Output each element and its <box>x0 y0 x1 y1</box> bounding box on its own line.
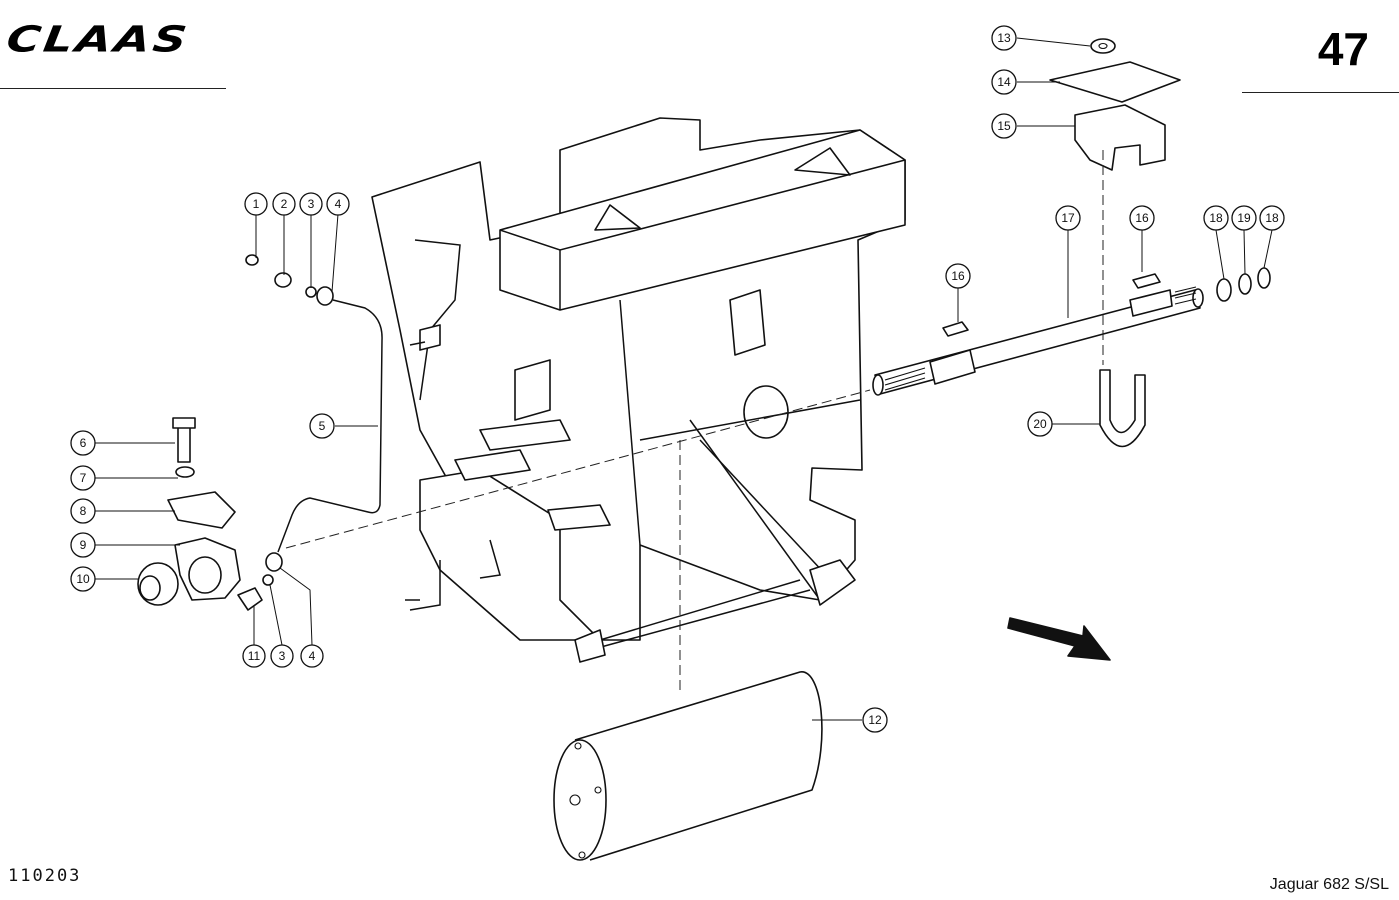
svg-text:15: 15 <box>997 119 1011 133</box>
svg-text:17: 17 <box>1061 211 1075 225</box>
callout-18-right: 18 <box>1259 205 1285 231</box>
svg-text:2: 2 <box>281 197 288 211</box>
direction-arrow <box>1007 617 1111 661</box>
model-name: Jaguar 682 S/SL <box>1269 876 1389 893</box>
svg-text:12: 12 <box>868 713 882 727</box>
drawing-code: 110203 <box>8 866 82 886</box>
svg-text:3: 3 <box>308 197 315 211</box>
bracket-assembly <box>1049 38 1181 171</box>
svg-text:4: 4 <box>335 197 342 211</box>
callout-9: 9 <box>70 532 96 558</box>
svg-text:7: 7 <box>80 471 87 485</box>
svg-text:3: 3 <box>279 649 286 663</box>
key-left <box>942 321 969 337</box>
svg-text:13: 13 <box>997 31 1011 45</box>
callout-20: 20 <box>1027 411 1053 437</box>
header-rule-left <box>0 88 226 89</box>
callout-17: 17 <box>1055 205 1081 231</box>
callout-15: 15 <box>991 113 1017 139</box>
callout-7: 7 <box>70 465 96 491</box>
callout-2: 2 <box>272 192 296 216</box>
callout-3-lower: 3 <box>270 644 294 668</box>
callout-1: 1 <box>244 192 268 216</box>
callout-12: 12 <box>862 707 888 733</box>
callout-16-left: 16 <box>945 263 971 289</box>
svg-text:19: 19 <box>1237 211 1251 225</box>
roller <box>553 671 823 861</box>
callout-10: 10 <box>70 566 96 592</box>
callout-18-left: 18 <box>1203 205 1229 231</box>
svg-text:14: 14 <box>997 75 1011 89</box>
ring-19 <box>1238 273 1252 295</box>
callout-16-right: 16 <box>1129 205 1155 231</box>
svg-text:6: 6 <box>80 436 87 450</box>
svg-text:9: 9 <box>80 538 87 552</box>
ring-18-b <box>1257 267 1271 289</box>
svg-text:8: 8 <box>80 504 87 518</box>
svg-text:1: 1 <box>253 197 260 211</box>
svg-text:11: 11 <box>248 649 261 663</box>
svg-text:18: 18 <box>1209 211 1223 225</box>
callout-11: 11 <box>242 644 266 668</box>
callout-3: 3 <box>299 192 323 216</box>
main-frame <box>371 117 906 663</box>
svg-text:20: 20 <box>1033 417 1047 431</box>
callout-19: 19 <box>1231 205 1257 231</box>
drive-shaft <box>872 286 1204 396</box>
callout-6: 6 <box>70 430 96 456</box>
svg-text:16: 16 <box>1135 211 1149 225</box>
callout-14: 14 <box>991 69 1017 95</box>
header-rule-right <box>1242 92 1399 93</box>
centerline-shaft <box>285 389 871 549</box>
grease-line <box>277 299 383 553</box>
bearing-assembly <box>137 254 334 611</box>
ring-18-a <box>1216 278 1232 302</box>
svg-text:5: 5 <box>319 419 326 433</box>
key-right <box>1132 273 1161 289</box>
callout-8: 8 <box>70 498 96 524</box>
callout-4: 4 <box>326 192 350 216</box>
leader-lines <box>95 37 1273 721</box>
svg-text:18: 18 <box>1265 211 1279 225</box>
page-number: 47 <box>1317 23 1369 75</box>
svg-text:10: 10 <box>76 572 90 586</box>
svg-text:16: 16 <box>951 269 965 283</box>
u-bolt <box>1099 369 1146 448</box>
callout-13: 13 <box>991 25 1017 51</box>
svg-text:4: 4 <box>309 649 316 663</box>
callout-4-lower: 4 <box>300 644 324 668</box>
callout-5: 5 <box>309 413 335 439</box>
